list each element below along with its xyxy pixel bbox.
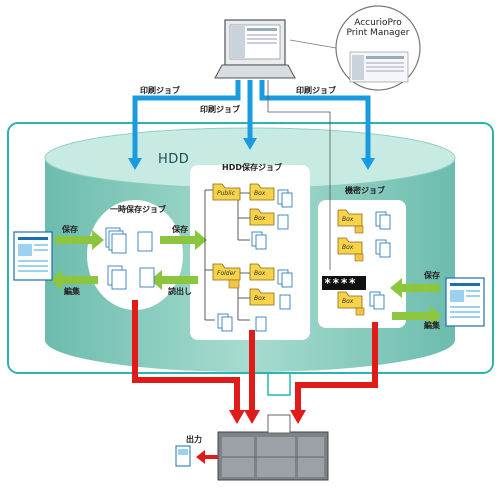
computer-icon <box>214 19 296 79</box>
software-title-line1: AccurioPro <box>354 18 402 28</box>
print-arrow-left-head <box>128 158 142 170</box>
print-arrow-left <box>132 80 241 160</box>
secure-box-label-1: Box <box>342 216 354 223</box>
public-folder-label: Public <box>217 190 235 197</box>
output-label: 出力 <box>186 435 202 444</box>
box-label-1: Box <box>254 190 266 197</box>
box-label-4: Box <box>254 295 266 302</box>
temp-save-label-left: 保存 <box>62 225 78 234</box>
print-job-arrows <box>132 80 371 160</box>
secure-lock-icons <box>354 225 365 316</box>
print-arrow-right <box>259 80 371 160</box>
folder-icon <box>212 263 241 289</box>
print-arrow-center-head <box>243 138 257 150</box>
right-document <box>445 277 485 327</box>
secure-box-label-3: Box <box>342 298 354 305</box>
temporary-storage-title: 一時保存ジョブ <box>110 205 166 214</box>
public-folder-icon <box>212 183 241 201</box>
secure-save-label: 保存 <box>424 271 440 280</box>
green-arrows-right <box>390 278 442 326</box>
output-arrows <box>132 300 378 412</box>
software-bubble <box>289 5 421 91</box>
secure-link-line <box>267 80 331 270</box>
job-documents-hdd <box>217 189 293 332</box>
password-field <box>322 276 366 290</box>
secure-box-icons <box>337 209 363 309</box>
box-icons-hdd <box>249 183 275 306</box>
folder-label: Folder <box>217 270 236 277</box>
password-mask: **** <box>324 276 357 290</box>
print-job-label-center: 印刷ジョブ <box>200 105 240 114</box>
secure-title: 機密ジョブ <box>345 186 385 195</box>
secure-box-label-2: Box <box>342 244 354 251</box>
secure-documents <box>369 211 391 310</box>
hdd-title: HDD <box>158 152 190 167</box>
print-job-label-left: 印刷ジョブ <box>140 86 180 95</box>
output-arrow <box>196 450 218 464</box>
temporary-job-stacks <box>105 227 155 290</box>
temp-edit-label-left: 編集 <box>64 287 80 296</box>
hdd-storage-title: HDD保存ジョブ <box>222 163 282 172</box>
box-label-2: Box <box>254 215 266 222</box>
left-document <box>13 231 53 281</box>
green-arrows-left <box>50 230 207 290</box>
print-arrow-right-head <box>361 158 375 170</box>
box-label-3: Box <box>254 270 266 277</box>
print-job-label-right: 印刷ジョブ <box>296 86 336 95</box>
printer-icon <box>217 414 329 481</box>
temp-save-label-right: 保存 <box>172 225 188 234</box>
software-title: AccurioPro Print Manager <box>338 18 418 38</box>
temp-recall-label: 読出し <box>168 287 192 296</box>
secure-edit-label: 編集 <box>424 321 440 330</box>
software-title-line2: Print Manager <box>346 28 410 38</box>
